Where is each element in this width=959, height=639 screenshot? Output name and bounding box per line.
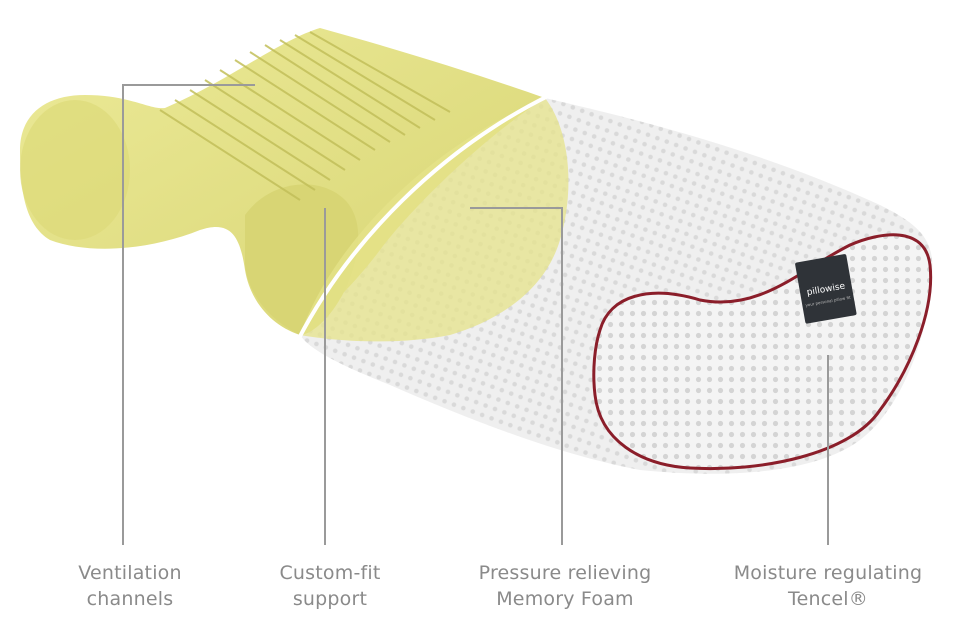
label-ventilation-channels: Ventilation channels [20,560,240,612]
label-customfit-line1: Custom-fit [279,562,381,584]
leader-lines [122,84,829,545]
memory-foam-layer [300,98,569,342]
label-moisture-regulating-tencel: Moisture regulating Tencel® [718,560,938,612]
label-moisture-line2: Tencel® [788,588,868,610]
label-pressure-relieving-foam: Pressure relieving Memory Foam [455,560,675,612]
leader-ventilation [122,84,255,545]
brand-tag: pillowise your personal pillow fit [795,254,857,324]
label-pressure-line2: Memory Foam [496,588,634,610]
foam-end-cap [20,100,130,240]
label-moisture-line1: Moisture regulating [733,562,923,584]
label-customfit-line2: support [292,588,368,610]
foam-core [20,28,545,335]
label-pressure-line1: Pressure relieving [478,562,652,584]
ventilation-ridges [159,31,451,201]
leader-pressure [470,207,563,545]
label-ventilation-line1: Ventilation [78,562,182,584]
label-custom-fit-support: Custom-fit support [220,560,440,612]
cut-line [296,94,549,341]
label-ventilation-line2: channels [86,588,174,610]
